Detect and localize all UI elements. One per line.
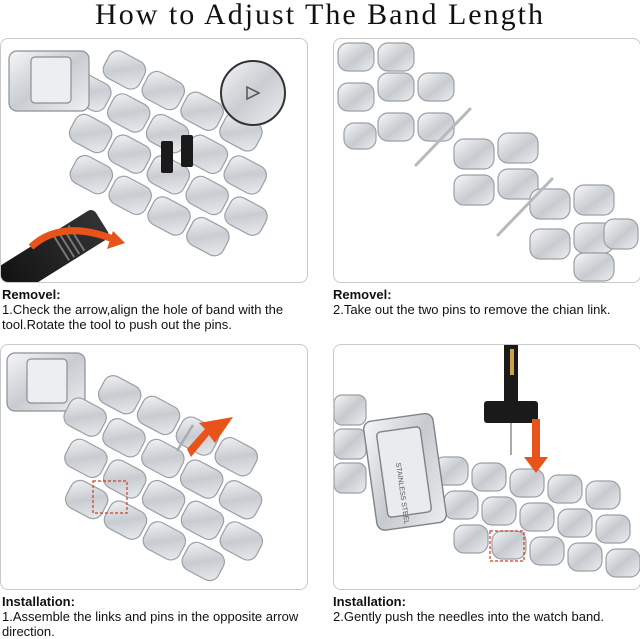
highlight-box (489, 530, 525, 562)
step-image-installation-2: STAINLESS STEEL (333, 344, 640, 590)
step-text: 2.Gently push the needles into the watch… (333, 609, 605, 624)
pin-push-tool (484, 345, 538, 455)
needle-insert-illustration: STAINLESS STEEL (334, 345, 640, 578)
band-segment-top (337, 42, 455, 150)
step-text: 2.Take out the two pins to remove the ch… (333, 302, 611, 317)
band-segment-bottom (529, 184, 639, 282)
step-text: 1.Check the arrow,align the hole of band… (2, 302, 284, 332)
magnifier-callout (220, 60, 286, 126)
removed-link (453, 132, 539, 206)
step-caption-installation-2: Installation: 2.Gently push the needles … (333, 594, 639, 624)
highlight-box (92, 480, 128, 514)
step-caption-removal-2: Removel: 2.Take out the two pins to remo… (333, 287, 639, 317)
step-heading: Installation: (333, 594, 406, 609)
clasp (363, 412, 447, 531)
watch-band-links (63, 375, 264, 582)
step-image-removal-1 (0, 38, 308, 283)
pin (175, 424, 195, 452)
removed-pins (414, 107, 554, 237)
removal-tool-illustration (1, 50, 286, 282)
watch-band-links (334, 394, 640, 578)
step-caption-installation-1: Installation: 1.Assemble the links and p… (2, 594, 308, 639)
step-heading: Installation: (2, 594, 75, 609)
clasp (6, 352, 86, 412)
band-tool-holder (161, 135, 193, 173)
step-image-removal-2 (333, 38, 640, 283)
pin-push-tool (1, 210, 125, 282)
step-heading: Removel: (333, 287, 392, 302)
down-arrow-icon (524, 419, 548, 473)
step-text: 1.Assemble the links and pins in the opp… (2, 609, 299, 639)
step-image-installation-1 (0, 344, 308, 590)
step-heading: Removel: (2, 287, 61, 302)
step-caption-removal-1: Removel: 1.Check the arrow,align the hol… (2, 287, 308, 332)
page-title: How to Adjust The Band Length (95, 0, 545, 31)
pin-removal-illustration (337, 42, 639, 282)
direction-arrow-icon (187, 417, 233, 457)
link-assembly-illustration (6, 352, 264, 582)
clasp (8, 50, 90, 112)
